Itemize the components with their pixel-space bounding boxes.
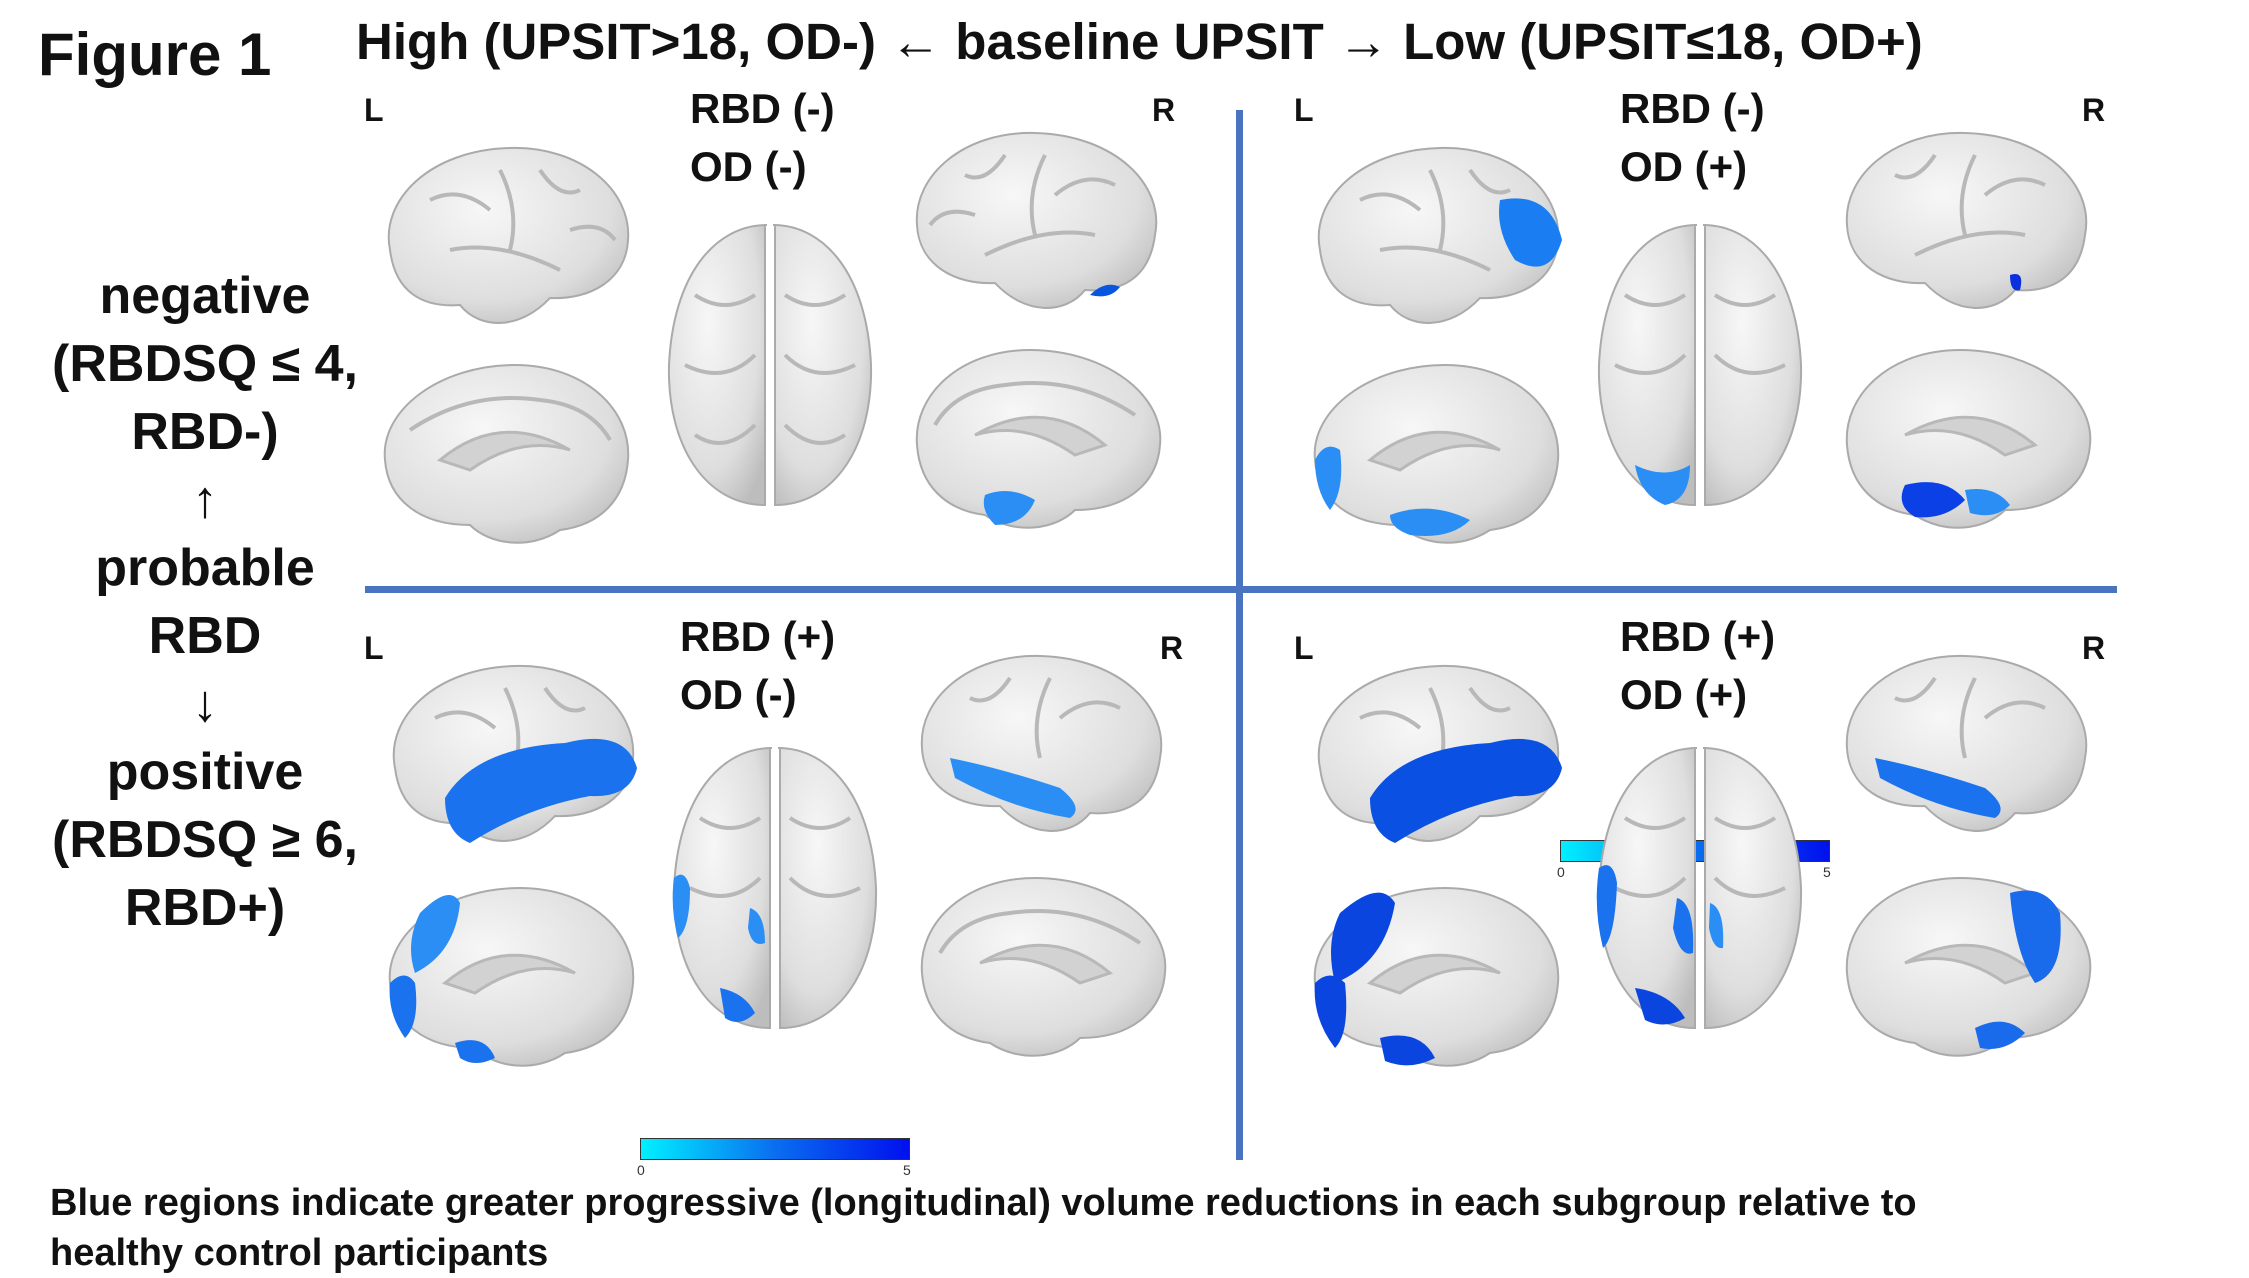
row-axis-label: negative (RBDSQ ≤ 4, RBD-) ↑ probable RB… <box>20 262 390 942</box>
row-axis-line: negative <box>99 267 311 325</box>
colorbar-min: 0 <box>1557 864 1565 880</box>
row-axis-line: RBD <box>148 607 262 665</box>
horizontal-divider <box>365 586 2117 593</box>
colorbar-left <box>640 1138 910 1160</box>
right-hemisphere-label: R <box>1160 630 1184 666</box>
brain-left-medial <box>1313 886 1560 1067</box>
brain-left-medial <box>383 363 630 544</box>
brain-left-lateral <box>392 664 637 843</box>
left-hemisphere-label: L <box>1294 630 1314 666</box>
row-axis-line: ↓ <box>192 675 218 733</box>
vertical-divider <box>1236 110 1243 1160</box>
figure-label: Figure 1 <box>38 21 272 88</box>
brain-right-lateral <box>1845 654 2088 832</box>
left-hemisphere-label: L <box>364 92 384 128</box>
row-axis-line: ↑ <box>192 471 218 529</box>
right-hemisphere-label: R <box>2082 92 2106 128</box>
brain-left-lateral <box>1317 146 1562 324</box>
od-status: OD (+) <box>1620 671 1748 718</box>
subgroup-label: RBD (+) OD (-) <box>680 608 835 724</box>
subgroup-label: RBD (-) OD (+) <box>1620 80 1765 196</box>
brain-left-lateral <box>1317 664 1562 843</box>
quadrant-rbd-pos-od-neg: L R RBD (+) OD (-) <box>360 613 1230 1138</box>
row-axis-line: positive <box>106 743 304 801</box>
brain-dorsal-view <box>1596 747 1803 1030</box>
brain-dorsal-view <box>1597 224 1803 507</box>
subgroup-label: RBD (+) OD (+) <box>1620 608 1775 724</box>
od-status: OD (-) <box>690 143 807 190</box>
right-hemisphere-label: R <box>2082 630 2106 666</box>
region-highlight <box>1090 284 1120 297</box>
brain-right-lateral <box>1845 131 2088 309</box>
row-axis-line: probable <box>95 539 315 597</box>
region-highlight <box>983 491 1035 525</box>
rbd-status: RBD (-) <box>1620 85 1765 132</box>
caption-line-2: healthy control participants <box>50 1232 549 1274</box>
row-axis-line: (RBDSQ ≥ 6, <box>52 811 358 869</box>
brain-left-lateral <box>387 146 630 324</box>
brain-right-lateral <box>915 131 1158 309</box>
rbd-status: RBD (-) <box>690 85 835 132</box>
quadrant-rbd-neg-od-pos: L R RBD (-) OD (+) 0 5 <box>1290 80 2160 880</box>
od-status: OD (+) <box>1620 143 1748 190</box>
brain-right-medial <box>1845 348 2092 529</box>
brain-dorsal-view <box>672 747 878 1030</box>
caption-line-1: Blue regions indicate greater progressiv… <box>50 1182 1917 1224</box>
row-axis-line: RBD+) <box>124 879 286 937</box>
right-hemisphere-label: R <box>1152 92 1176 128</box>
figure-header: High (UPSIT>18, OD-) ← baseline UPSIT → … <box>356 13 1923 70</box>
brain-right-lateral <box>920 654 1163 832</box>
figure-caption: Blue regions indicate greater progressiv… <box>50 1178 1917 1278</box>
brain-right-medial <box>1845 876 2092 1057</box>
quadrant-rbd-neg-od-neg: L R RBD (-) OD (-) <box>360 80 1230 600</box>
left-hemisphere-label: L <box>364 630 384 666</box>
brain-dorsal-view <box>667 224 873 507</box>
left-hemisphere-label: L <box>1294 92 1314 128</box>
od-status: OD (-) <box>680 671 797 718</box>
colorbar-left-min: 0 <box>637 1162 645 1178</box>
colorbar-max: 5 <box>1823 864 1831 880</box>
colorbar-left-max: 5 <box>903 1162 911 1178</box>
brain-left-medial <box>1313 363 1560 544</box>
row-axis-line: (RBDSQ ≤ 4, <box>52 335 358 393</box>
subgroup-label: RBD (-) OD (-) <box>690 80 835 196</box>
brain-left-medial <box>388 886 635 1067</box>
row-axis-line: RBD-) <box>131 403 279 461</box>
brain-right-medial <box>915 348 1162 529</box>
brain-right-medial <box>920 876 1167 1057</box>
rbd-status: RBD (+) <box>680 613 836 660</box>
quadrant-rbd-pos-od-pos: L R RBD (+) OD (+) <box>1290 613 2160 1138</box>
rbd-status: RBD (+) <box>1620 613 1776 660</box>
